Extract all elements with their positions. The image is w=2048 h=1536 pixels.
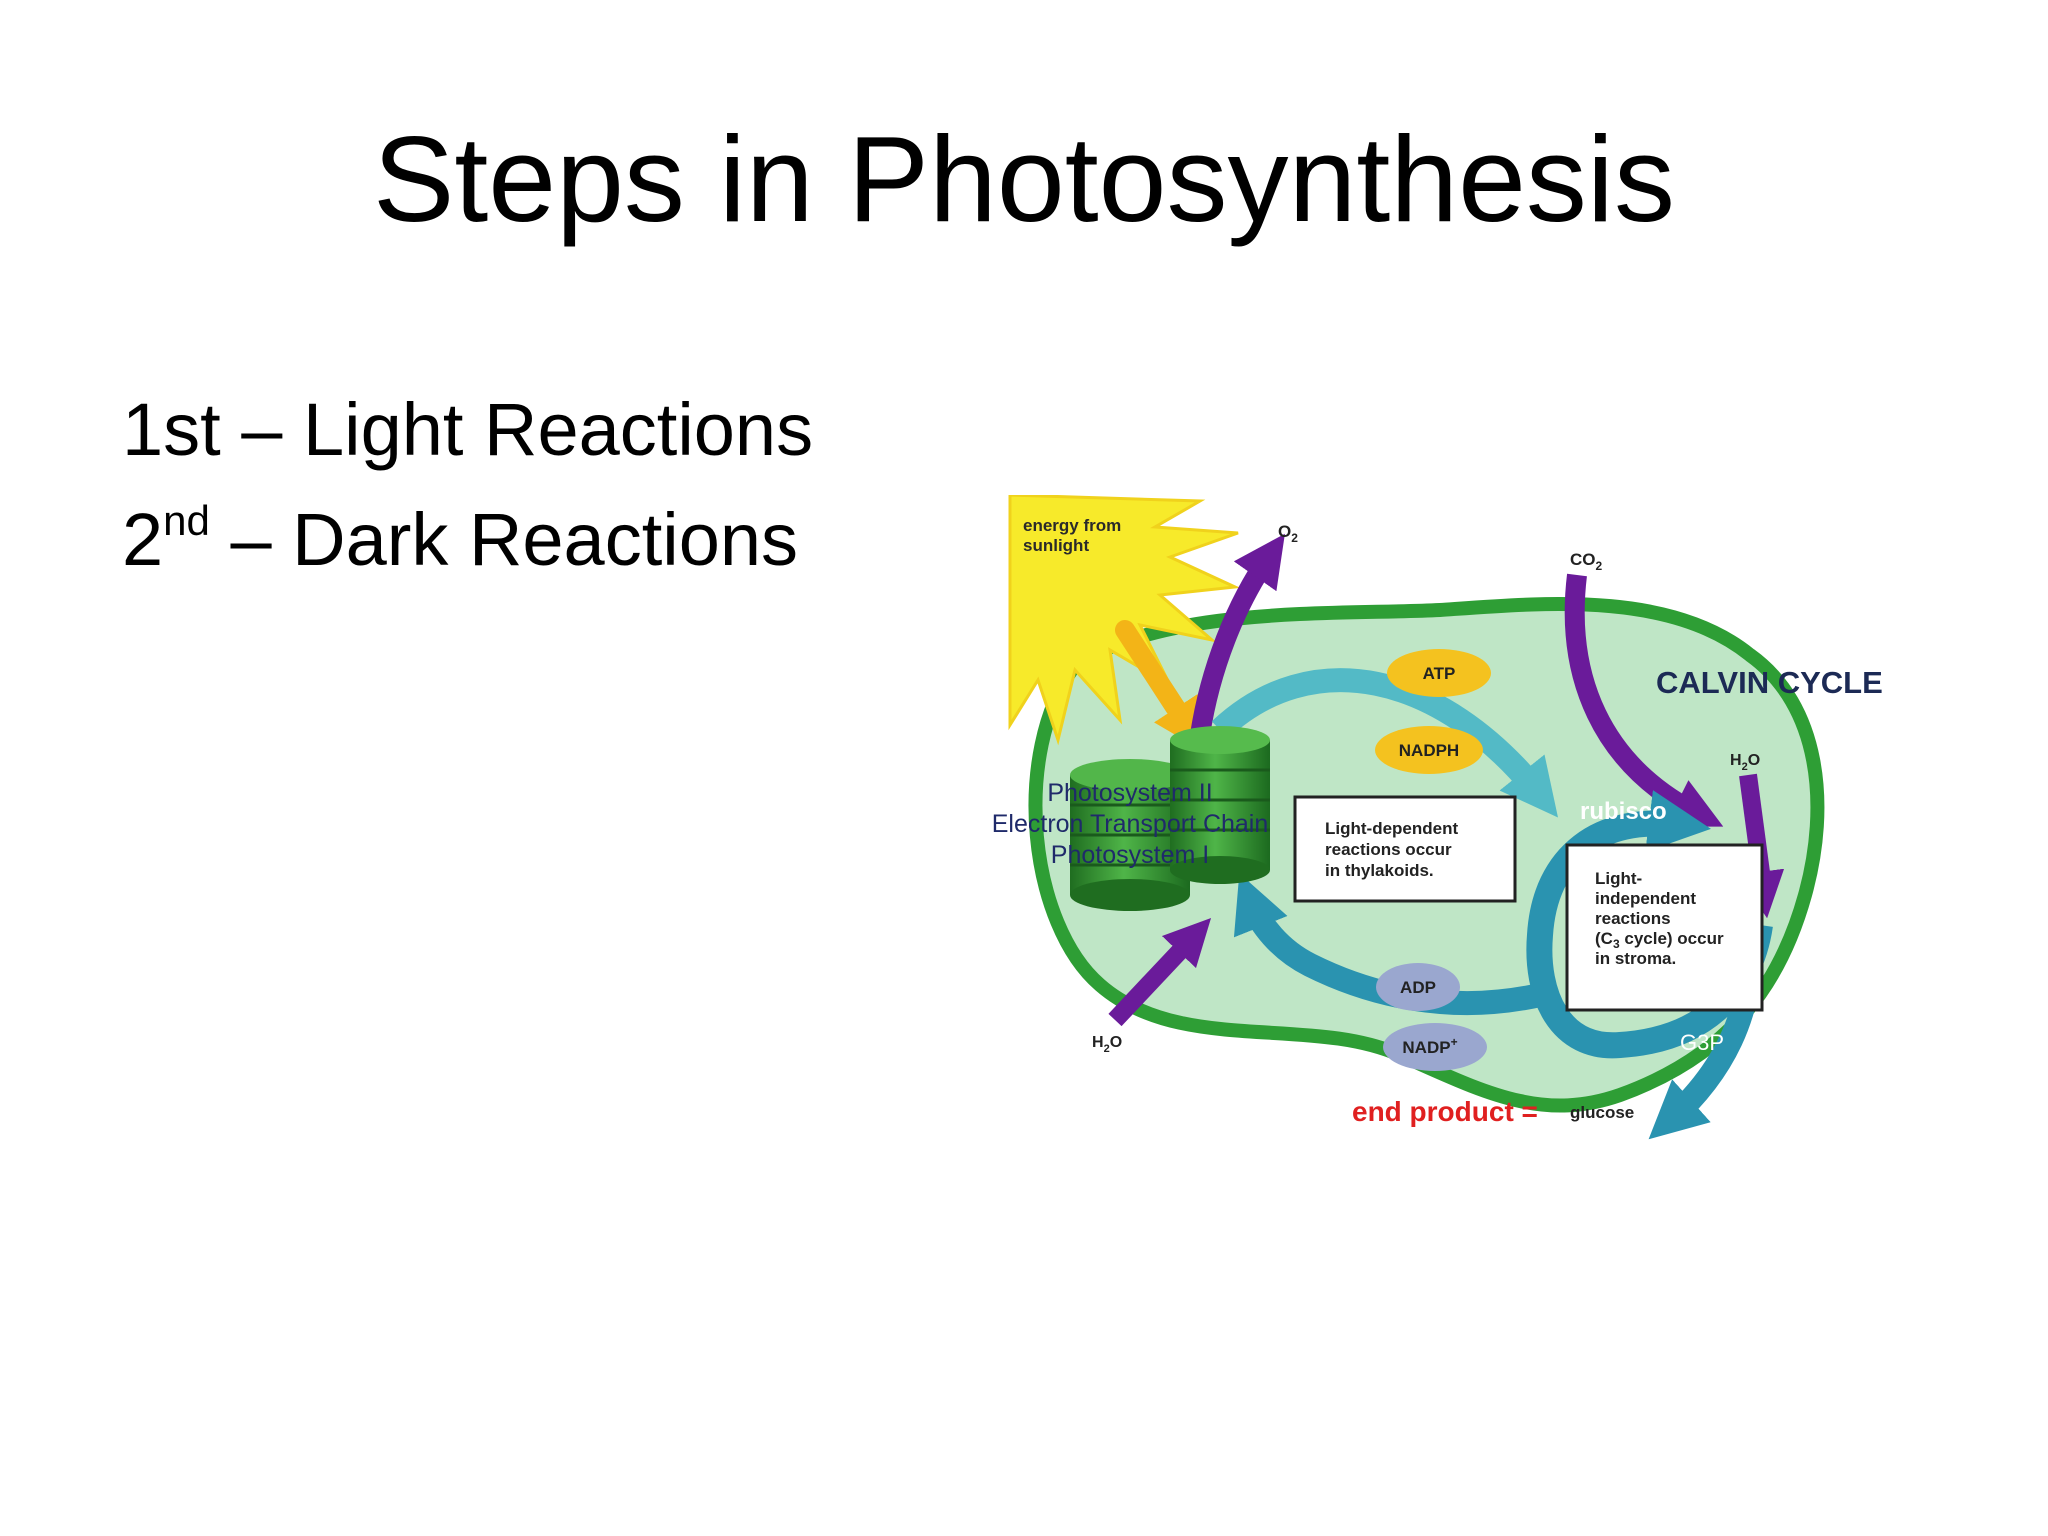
bullet-text: – Light Reactions xyxy=(241,388,813,471)
sun-label-line2: sunlight xyxy=(1023,536,1089,555)
slide-title: Steps in Photosynthesis xyxy=(0,118,2048,240)
bullet-text: – Dark Reactions xyxy=(230,498,798,581)
bullet-ordinal-suffix: nd xyxy=(163,497,210,544)
light-dependent-line2: reactions occur xyxy=(1325,840,1452,859)
light-independent-line5: in stroma. xyxy=(1595,949,1676,968)
photosystem-ii-label: Photosystem II xyxy=(1047,779,1212,807)
atp-label: ATP xyxy=(1423,664,1456,683)
co2-label: CO2 xyxy=(1570,550,1603,573)
calvin-cycle-label: CALVIN CYCLE xyxy=(1656,665,1883,700)
bullet-ordinal: 1st xyxy=(122,388,221,471)
h2o-left-label: H2O xyxy=(1092,1034,1122,1055)
photosystem-i-label: Photosystem I xyxy=(1051,841,1209,869)
light-dependent-line1: Light-dependent xyxy=(1325,819,1458,838)
electron-transport-chain-label: Electron Transport Chain xyxy=(992,810,1269,838)
light-independent-line3: reactions xyxy=(1595,909,1671,928)
rubisco-label: rubisco xyxy=(1580,798,1667,825)
sun-label-line1: energy from xyxy=(1023,516,1121,535)
nadph-label: NADPH xyxy=(1399,741,1459,760)
light-dependent-line3: in thylakoids. xyxy=(1325,861,1434,880)
bullet-dark-reactions: 2nd – Dark Reactions xyxy=(122,485,813,595)
light-independent-line1: Light- xyxy=(1595,869,1642,888)
bullet-list: 1st – Light Reactions 2nd – Dark Reactio… xyxy=(122,375,813,595)
nadp-label: NADP+ xyxy=(1402,1035,1457,1057)
photosynthesis-diagram: energy from sunlight O2 CO2 H2O CALVIN C… xyxy=(980,495,1900,1195)
bullet-ordinal: 2 xyxy=(122,498,163,581)
o2-label: O2 xyxy=(1278,522,1298,545)
bullet-light-reactions: 1st – Light Reactions xyxy=(122,375,813,485)
adp-label: ADP xyxy=(1400,978,1436,997)
g3p-label: G3P xyxy=(1680,1030,1724,1055)
light-independent-line2: independent xyxy=(1595,889,1696,908)
glucose-label: glucose xyxy=(1570,1103,1634,1122)
end-product-label: end product = xyxy=(1352,1096,1538,1127)
